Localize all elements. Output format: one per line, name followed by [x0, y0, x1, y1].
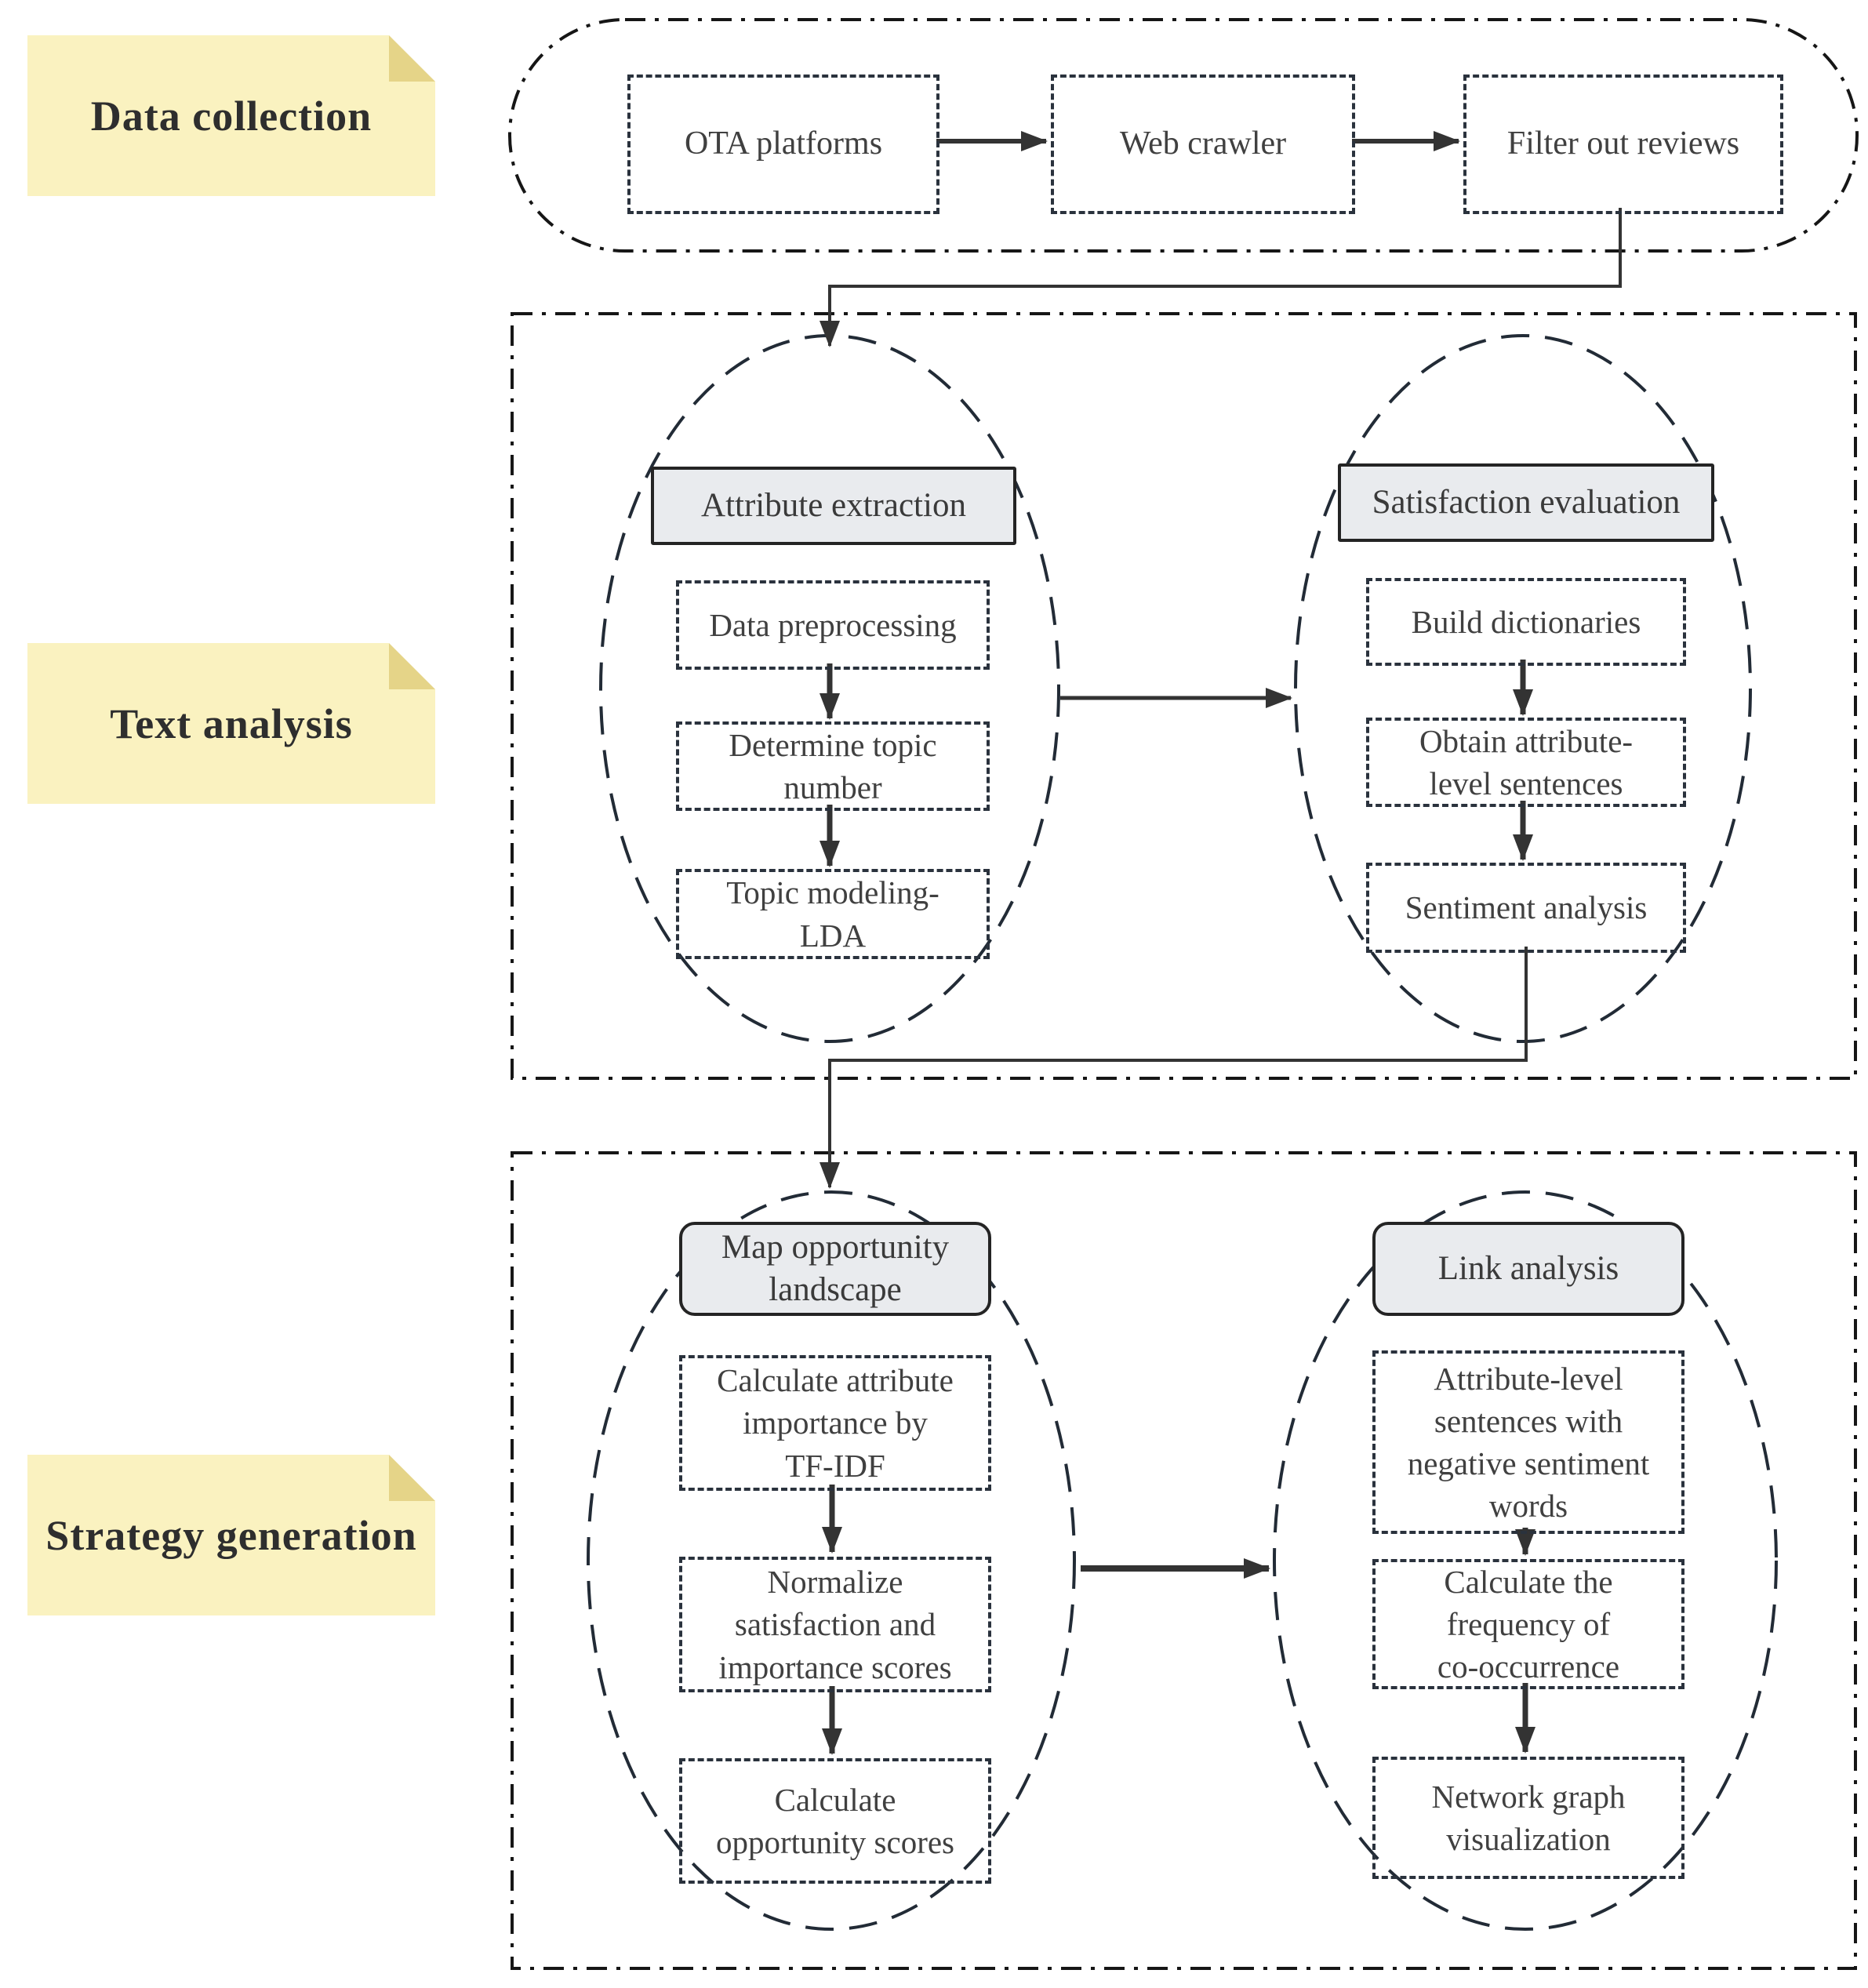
node-determine-topic-number: Determine topic number	[676, 721, 990, 811]
connector-datacollection-to-textanalysis	[820, 208, 1622, 347]
node-topic-modeling-lda: Topic modeling- LDA	[676, 869, 990, 959]
node-sentiment-analysis: Sentiment analysis	[1366, 863, 1686, 953]
header-map-opportunity-landscape: Map opportunity landscape	[679, 1222, 991, 1316]
sticky-text-analysis: Text analysis	[27, 643, 435, 804]
header-satisfaction-evaluation: Satisfaction evaluation	[1338, 463, 1714, 542]
node-ota-platforms: OTA platforms	[627, 75, 939, 214]
node-web-crawler: Web crawler	[1051, 75, 1355, 214]
sticky-strategy-generation: Strategy generation	[27, 1455, 435, 1615]
sticky-fold-icon	[389, 35, 435, 82]
node-build-dictionaries: Build dictionaries	[1366, 578, 1686, 666]
phase-label-strategy-generation: Strategy generation	[45, 1511, 417, 1559]
node-filter-out-reviews: Filter out reviews	[1463, 75, 1783, 214]
header-attribute-extraction: Attribute extraction	[651, 467, 1016, 545]
map-opportunity-ellipse	[587, 1190, 1076, 1931]
header-link-analysis: Link analysis	[1372, 1222, 1684, 1316]
phase-label-text-analysis: Text analysis	[110, 700, 353, 747]
sticky-fold-icon	[389, 1455, 435, 1501]
link-analysis-ellipse	[1273, 1190, 1778, 1931]
node-obtain-attribute-level-sentences: Obtain attribute- level sentences	[1366, 718, 1686, 807]
node-attribute-level-negative-sentences: Attribute-level sentences with negative …	[1372, 1350, 1684, 1534]
node-calculate-cooccurrence-frequency: Calculate the frequency of co-occurrence	[1372, 1559, 1684, 1689]
sticky-fold-icon	[389, 643, 435, 689]
phase-label-data-collection: Data collection	[90, 92, 373, 140]
data-collection-container	[508, 18, 1859, 253]
node-calculate-attribute-importance-tfidf: Calculate attribute importance by TF-IDF	[679, 1355, 991, 1491]
satisfaction-evaluation-ellipse	[1294, 334, 1752, 1043]
node-network-graph-visualization: Network graph visualization	[1372, 1757, 1684, 1879]
text-analysis-container	[511, 312, 1857, 1080]
node-calculate-opportunity-scores: Calculate opportunity scores	[679, 1758, 991, 1884]
node-data-preprocessing: Data preprocessing	[676, 580, 990, 670]
connector-textanalysis-to-strategy	[820, 947, 1528, 1189]
node-normalize-satisfaction-importance: Normalize satisfaction and importance sc…	[679, 1557, 991, 1692]
sticky-data-collection: Data collection	[27, 35, 435, 196]
